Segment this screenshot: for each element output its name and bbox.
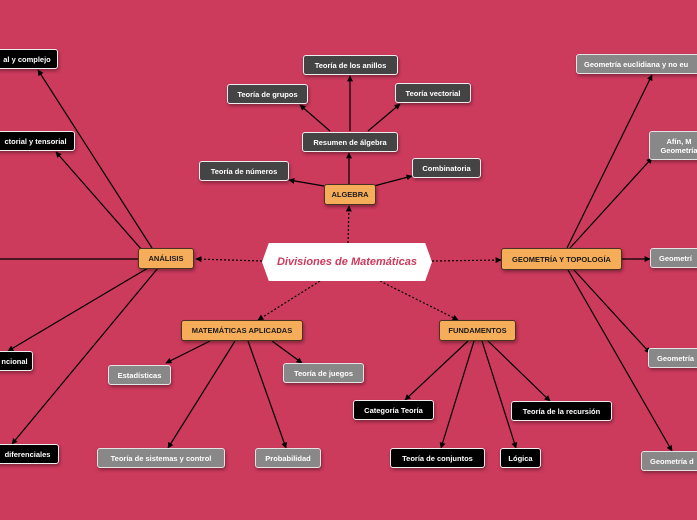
edge-apl-sistemas (167, 340, 236, 449)
node-funcional[interactable]: ncional (0, 351, 33, 371)
edge-fund-logica (481, 340, 518, 449)
node-vectorial-tensorial[interactable]: ctorial y tensorial (0, 131, 75, 151)
edge-analisis-tensorial (55, 151, 143, 251)
node-geometria-3[interactable]: Geometrí (650, 248, 697, 268)
node-estadisticas[interactable]: Estadísticas (108, 365, 171, 385)
edge-center-fundamentos (379, 280, 459, 321)
edge-fund-categoria (404, 340, 469, 401)
node-teoria-conjuntos[interactable]: Teoría de conjuntos (390, 448, 485, 468)
node-geometria-5[interactable]: Geometría d (641, 451, 697, 471)
branch-geometria[interactable]: GEOMETRÍA Y TOPOLOGÍA (501, 248, 622, 270)
node-teoria-sistemas[interactable]: Teoría de sistemas y control (97, 448, 225, 468)
node-geometria-afin-line1: Afín, M (666, 136, 692, 146)
central-topic-label: Divisiones de Matemáticas (276, 256, 417, 268)
edge-center-geometria (431, 257, 502, 264)
branch-analisis[interactable]: ANÁLISIS (138, 248, 194, 269)
node-diferenciales[interactable]: diferenciales (0, 444, 59, 464)
node-probabilidad[interactable]: Probabilidad (255, 448, 321, 468)
edge-apl-estadisticas (165, 340, 211, 364)
edge-resumen-grupos (299, 104, 331, 132)
edge-apl-probabilidad (247, 340, 288, 449)
edge-fund-recursion (487, 340, 551, 402)
node-geometria-4[interactable]: Geometría (648, 348, 697, 368)
edge-center-analisis (195, 256, 263, 263)
branch-fundamentos[interactable]: FUNDAMENTOS (439, 320, 516, 341)
branch-algebra[interactable]: ALGEBRA (324, 184, 376, 205)
edge-geo-g4 (573, 269, 651, 354)
edge-algebra-numeros (288, 177, 325, 187)
node-teoria-juegos[interactable]: Teoría de juegos (283, 363, 364, 383)
edge-analisis-diferenciales (11, 267, 159, 445)
node-teoria-numeros[interactable]: Teoría de números (199, 161, 289, 181)
edge-geo-g5 (567, 269, 673, 452)
node-geometria-euclidiana[interactable]: Geometría euclidiana y no eu (576, 54, 697, 74)
node-teoria-vectorial[interactable]: Teoría vectorial (395, 83, 471, 103)
branch-aplicadas[interactable]: MATEMÁTICAS APLICADAS (181, 320, 303, 341)
node-real-complejo[interactable]: al y complejo (0, 49, 58, 69)
node-combinatoria[interactable]: Combinatoria (412, 158, 481, 178)
edge-geo-afin (569, 157, 653, 249)
node-resumen-algebra[interactable]: Resumen de álgebra (302, 132, 398, 152)
edge-fund-conjuntos (439, 340, 475, 449)
central-topic[interactable]: Divisiones de Matemáticas (262, 243, 432, 281)
edge-resumen-vectorial (367, 103, 401, 132)
node-geometria-afin-line2: Geometría (660, 145, 697, 155)
edge-algebra-combinatoria (373, 174, 413, 187)
node-logica[interactable]: Lógica (500, 448, 541, 468)
node-geometria-afin[interactable]: Afín, M Geometría (649, 131, 697, 160)
edge-analisis-complejo (37, 69, 153, 249)
edge-geo-euclidiana (566, 74, 653, 249)
node-teoria-recursion[interactable]: Teoría de la recursión (511, 401, 612, 421)
node-categoria-teoria[interactable]: Categoría Teoría (353, 400, 434, 420)
edge-center-algebra (345, 205, 352, 244)
node-teoria-grupos[interactable]: Teoría de grupos (227, 84, 308, 104)
edge-center-aplicadas (257, 280, 321, 321)
edge-apl-juegos (271, 340, 303, 364)
node-teoria-anillos[interactable]: Teoría de los anillos (303, 55, 398, 75)
edge-analisis-funcional (7, 267, 149, 352)
